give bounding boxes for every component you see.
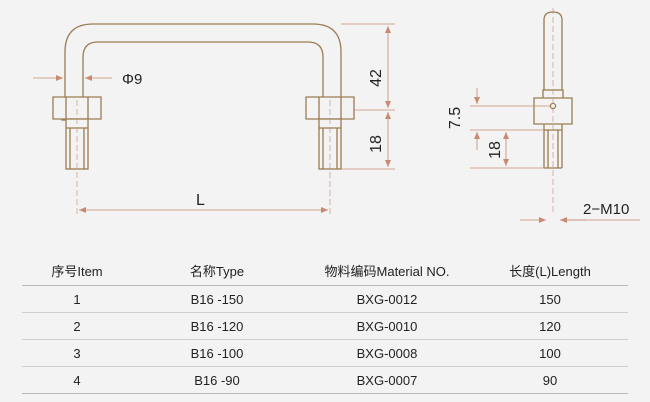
cell-type: B16 -120	[132, 312, 302, 340]
cell-item: 3	[22, 339, 132, 367]
handle-bar-inner	[82, 41, 324, 100]
cell-material-no: BXG-0008	[302, 339, 472, 367]
handle-drawing: Φ9 42 18 L 7.5 18 2−M10	[33, 8, 640, 223]
left-nut	[52, 96, 102, 120]
cell-type: B16 -90	[132, 366, 302, 394]
side-dim-upper-label: 7.5	[447, 107, 464, 129]
header-length: 长度(L)Length	[472, 255, 628, 286]
right-thread	[318, 118, 342, 170]
cell-item: 1	[22, 285, 132, 313]
header-item: 序号Item	[22, 255, 132, 286]
cell-type: B16 -100	[132, 339, 302, 367]
cell-length: 100	[472, 339, 628, 367]
side-dimensions	[470, 88, 640, 223]
height-upper-label: 42	[368, 69, 385, 87]
cell-item: 2	[22, 312, 132, 340]
side-view	[533, 8, 573, 215]
cell-length: 120	[472, 312, 628, 340]
cell-length: 150	[472, 285, 628, 313]
length-label: L	[196, 192, 205, 209]
right-nut	[305, 96, 355, 120]
thread-spec-label: 2−M10	[583, 201, 629, 218]
table-row: 3 B16 -100 BXG-0008 100	[22, 339, 628, 367]
cell-length: 90	[472, 366, 628, 394]
handle-bar-outer	[64, 23, 342, 100]
left-thread	[65, 118, 89, 170]
cell-material-no: BXG-0007	[302, 366, 472, 394]
table-row: 1 B16 -150 BXG-0012 150	[22, 285, 628, 313]
side-dim-thread-label: 18	[487, 141, 504, 159]
cell-material-no: BXG-0012	[302, 285, 472, 313]
cell-type: B16 -150	[132, 285, 302, 313]
height-thread-label: 18	[368, 135, 385, 153]
front-dimensions	[33, 23, 395, 213]
spec-table: 序号Item 名称Type 物料编码Material NO. 长度(L)Leng…	[22, 255, 628, 394]
cell-material-no: BXG-0010	[302, 312, 472, 340]
table-row: 2 B16 -120 BXG-0010 120	[22, 312, 628, 340]
cell-item: 4	[22, 366, 132, 394]
table-row: 4 B16 -90 BXG-0007 90	[22, 366, 628, 394]
front-view	[52, 23, 355, 214]
table-header-row: 序号Item 名称Type 物料编码Material NO. 长度(L)Leng…	[22, 255, 628, 286]
diameter-label: Φ9	[122, 71, 142, 88]
header-material-no: 物料编码Material NO.	[302, 255, 472, 286]
header-type: 名称Type	[132, 255, 302, 286]
